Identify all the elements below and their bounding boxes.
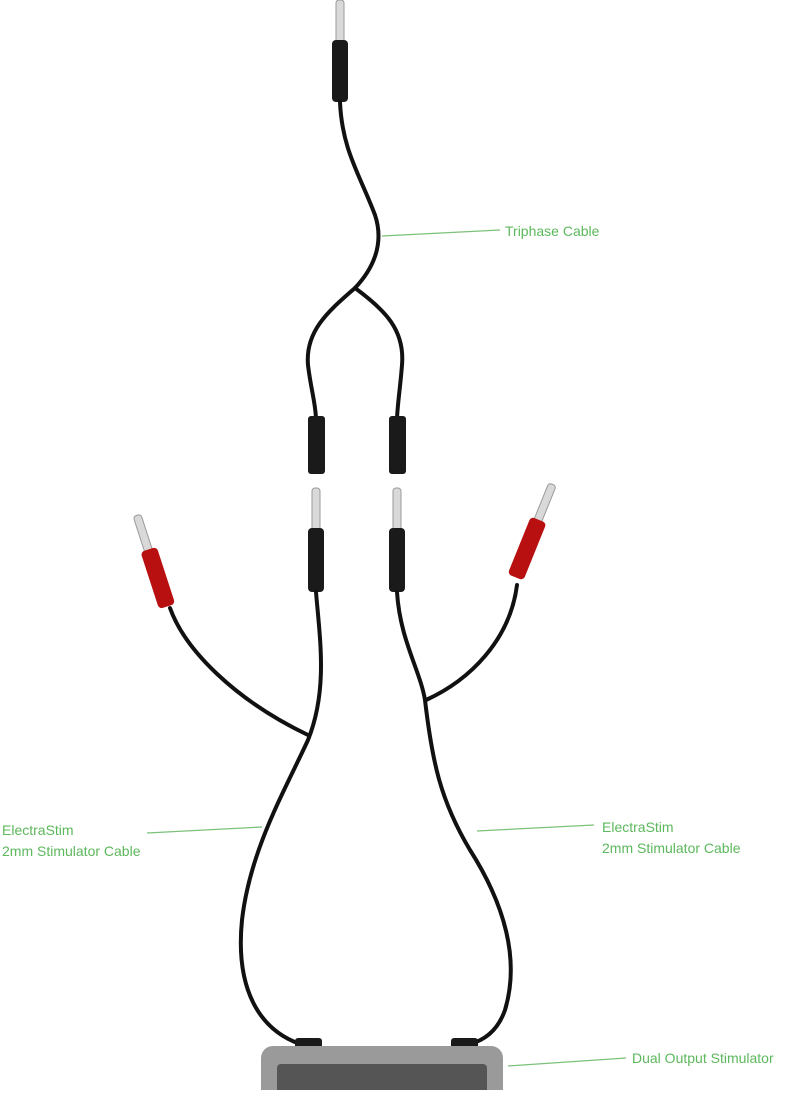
left-cable-label-line-1: ElectraStim (2, 822, 74, 838)
triphase-right-socket (389, 416, 406, 474)
leader-lines (146, 229, 627, 1067)
right-stimulator-cable-label: ElectraStim 2mm Stimulator Cable (602, 817, 741, 859)
left-cable-red-plug (141, 547, 175, 609)
left-cable-branch-wire (168, 606, 310, 737)
triphase-top-plug (332, 40, 348, 102)
triphase-left-socket (308, 416, 325, 474)
stimulator-leader-line (507, 1057, 627, 1067)
right-cable-leader-line (476, 824, 595, 832)
stimulator-label-text: Dual Output Stimulator (632, 1050, 774, 1066)
stimulator-screen (277, 1064, 487, 1095)
triphase-leader-line (381, 229, 501, 237)
triphase-split-right-wire (353, 286, 405, 420)
dual-output-stimulator-label: Dual Output Stimulator (632, 1048, 774, 1069)
right-cable-red-pin (533, 483, 556, 525)
right-cable-black-pin (392, 487, 402, 535)
dual-output-stimulator (261, 1038, 503, 1095)
left-cable-red-pin (133, 514, 153, 555)
triphase-top-pin (335, 0, 345, 45)
right-cable-red-plug (508, 517, 546, 580)
triphase-cable-label-text: Triphase Cable (505, 223, 600, 239)
triphase-cable-label: Triphase Cable (505, 221, 599, 242)
right-cable-main-wire (395, 590, 513, 1046)
right-cable-label-line-1: ElectraStim (602, 819, 674, 835)
triphase-cable (305, 0, 406, 474)
right-cable-branch-wire (424, 583, 519, 702)
left-stimulator-cable (133, 487, 324, 1046)
left-cable-black-pin (311, 487, 321, 535)
right-cable-black-plug (389, 528, 405, 592)
left-cable-label-line-2: 2mm Stimulator Cable (2, 843, 141, 859)
triphase-split-left-wire (305, 286, 357, 420)
left-cable-black-plug (308, 528, 324, 592)
left-cable-leader-line (146, 826, 263, 834)
left-stimulator-cable-label: ElectraStim 2mm Stimulator Cable (2, 820, 141, 862)
right-stimulator-cable (389, 483, 556, 1046)
triphase-main-wire (338, 100, 381, 290)
right-cable-label-line-2: 2mm Stimulator Cable (602, 840, 741, 856)
left-cable-main-wire (238, 590, 323, 1046)
